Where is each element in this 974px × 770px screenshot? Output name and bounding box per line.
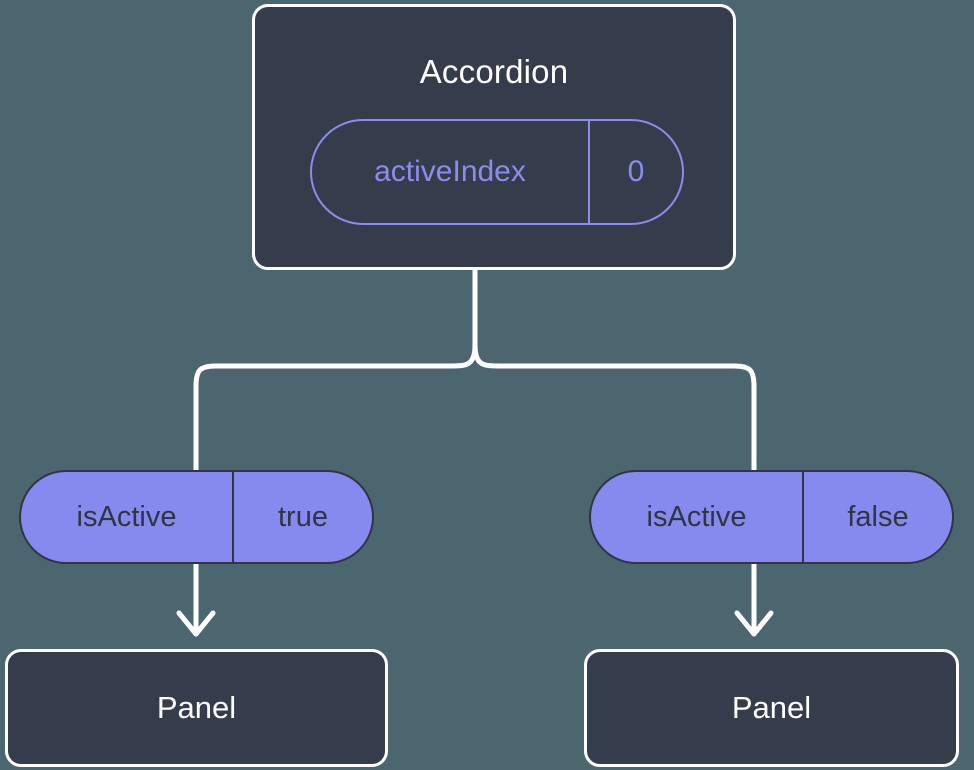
- panel-component-box-right: Panel: [584, 649, 959, 767]
- accordion-component-box: Accordion activeIndex 0: [252, 4, 736, 270]
- arrow-head-right: [734, 610, 774, 637]
- prop-pill-key: isActive: [21, 472, 234, 562]
- connector-fork-right: [472, 344, 757, 470]
- prop-pill-key: isActive: [591, 472, 804, 562]
- state-pill-key: activeIndex: [312, 121, 590, 223]
- arrow-head-left: [176, 610, 216, 637]
- state-pill-value: 0: [627, 155, 645, 188]
- prop-pill-value: false: [847, 500, 909, 533]
- connector-fork-left: [193, 344, 478, 470]
- panel-title: Panel: [156, 690, 237, 725]
- prop-pill-value: true: [278, 500, 328, 533]
- state-pill-active-index: activeIndex 0: [310, 119, 684, 225]
- prop-pill-is-active-true: isActive true: [19, 470, 374, 564]
- panel-title: Panel: [731, 690, 812, 725]
- prop-pill-is-active-false: isActive false: [589, 470, 954, 564]
- panel-component-box-left: Panel: [5, 649, 388, 767]
- accordion-title: Accordion: [419, 53, 569, 90]
